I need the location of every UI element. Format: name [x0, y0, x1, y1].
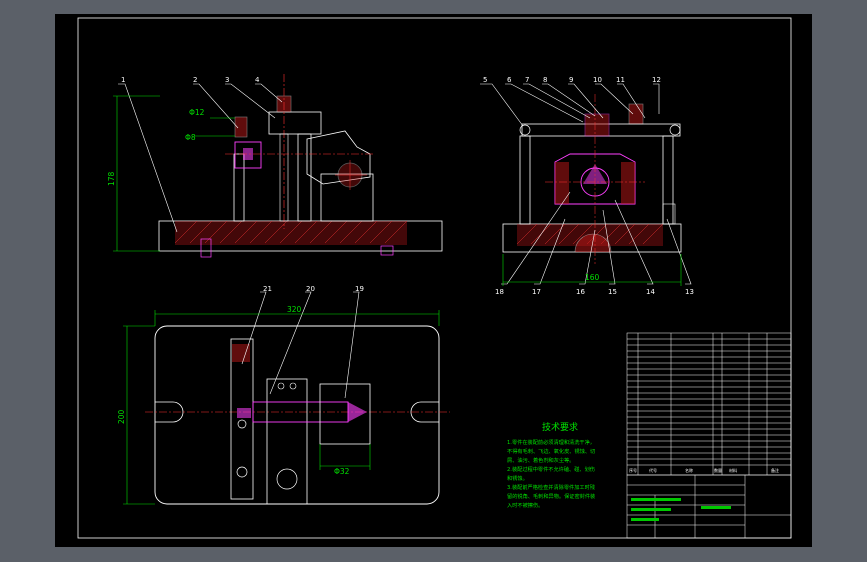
part-label-11: 11 — [616, 76, 625, 84]
tech-line-4: 2.装配过程中零件不允许磕、碰、划伤 — [507, 465, 595, 473]
part-label-7: 7 — [525, 76, 529, 84]
tech-line-6: 3.装配前严格检查并清除零件加工时残 — [507, 483, 595, 491]
top-view-part-labels: 21 20 19 — [263, 285, 364, 293]
part-label-4: 4 — [255, 76, 260, 84]
dim-top-dia-32: Φ32 — [334, 467, 350, 476]
side-view-part-labels: 5 6 7 8 9 10 11 12 18 17 16 15 14 13 — [483, 76, 694, 296]
dim-front-dia-12: Φ12 — [189, 108, 205, 117]
part-label-2: 2 — [193, 76, 197, 84]
part-label-13: 13 — [685, 288, 694, 296]
front-view-part-labels: 1 2 3 4 — [121, 76, 260, 84]
tech-title: 技术要求 — [542, 421, 578, 433]
header-remark: 备注 — [771, 467, 779, 473]
header-code: 代号 — [649, 467, 657, 473]
part-label-1: 1 — [121, 76, 125, 84]
part-label-18: 18 — [495, 288, 504, 296]
dim-front-height: 178 — [107, 171, 116, 186]
tech-line-7: 留的锐角、毛刺和异物。保证密封件装 — [507, 492, 595, 500]
side-view — [502, 94, 682, 264]
tech-line-8: 入时不被擦伤。 — [507, 501, 543, 509]
part-label-15: 15 — [608, 288, 617, 296]
part-label-3: 3 — [225, 76, 229, 84]
tech-line-3: 屑、油污、着色剂和灰尘等。 — [507, 456, 574, 464]
title-block-marks — [631, 498, 731, 521]
part-label-16: 16 — [576, 288, 585, 296]
header-name: 名称 — [685, 467, 693, 473]
drawing-sheet: 1 2 3 4 178 Φ12 Φ8 — [55, 14, 812, 547]
part-label-14: 14 — [646, 288, 655, 296]
tech-line-5: 和锈蚀。 — [507, 474, 528, 482]
tech-line-1: 1.零件在装配前必须清理和清洗干净， — [507, 438, 595, 446]
dim-front-dia-8: Φ8 — [185, 133, 196, 142]
part-label-17: 17 — [532, 288, 541, 296]
part-label-20: 20 — [306, 285, 315, 293]
part-label-5: 5 — [483, 76, 487, 84]
part-label-8: 8 — [543, 76, 547, 84]
part-label-6: 6 — [507, 76, 512, 84]
dim-side-width: 160 — [585, 273, 600, 282]
header-qty: 数量 — [714, 467, 722, 473]
parts-table-header: 序号 代号 名称 数量 材料 备注 — [629, 467, 779, 473]
header-material: 材料 — [729, 467, 737, 473]
dim-top-width: 320 — [287, 305, 302, 314]
part-label-21: 21 — [263, 285, 272, 293]
tech-requirements: 技术要求 1.零件在装配前必须清理和清洗干净， 不得有毛刺、飞边、氧化皮、锈蚀、… — [507, 421, 595, 509]
part-label-10: 10 — [593, 76, 602, 84]
tech-line-2: 不得有毛刺、飞边、氧化皮、锈蚀、切 — [507, 447, 595, 455]
front-view — [158, 74, 443, 258]
part-label-9: 9 — [569, 76, 573, 84]
top-view — [145, 325, 450, 505]
inner-frame — [77, 17, 792, 539]
drawing-canvas: 1 2 3 4 178 Φ12 Φ8 — [77, 17, 792, 539]
parts-list-table — [626, 332, 792, 539]
dim-top-height: 200 — [117, 409, 126, 424]
part-label-12: 12 — [652, 76, 661, 84]
part-label-19: 19 — [355, 285, 364, 293]
header-index: 序号 — [629, 467, 637, 473]
